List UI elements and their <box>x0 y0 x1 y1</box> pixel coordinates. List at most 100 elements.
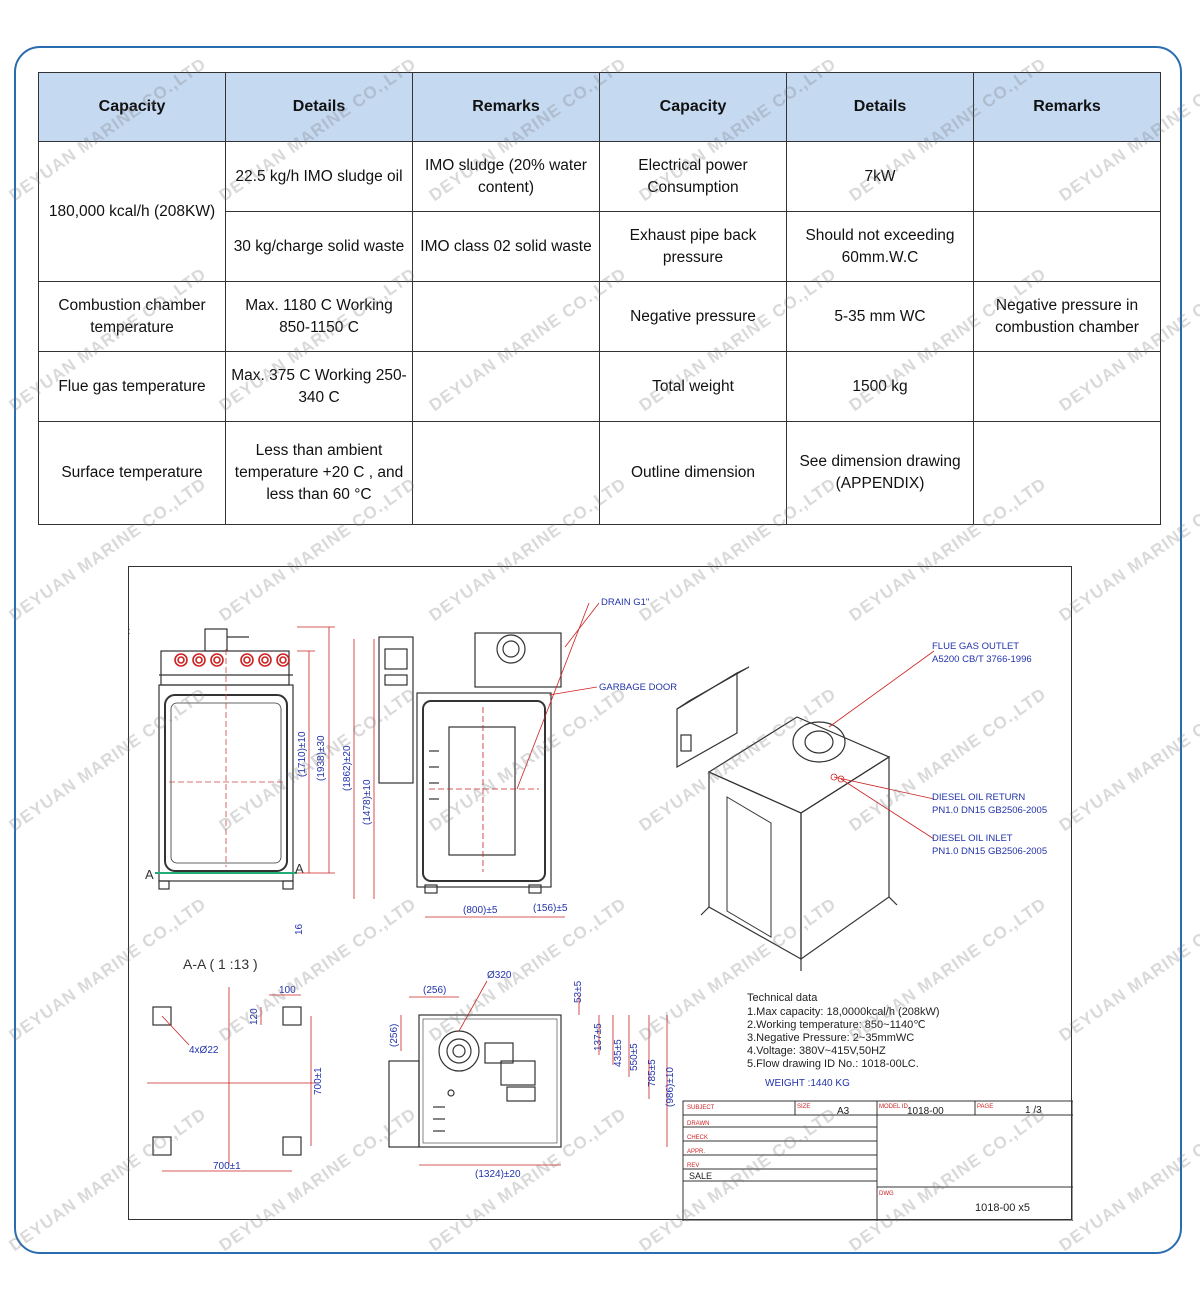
callout-drain: DRAIN G1" <box>601 597 649 608</box>
table-row: Surface temperature Less than ambient te… <box>38 421 1161 525</box>
callout-garbage-door: GARBAGE DOOR <box>599 682 677 693</box>
dim-1324: (1324)±20 <box>475 1169 521 1180</box>
table-cell: Negative pressure <box>599 281 787 352</box>
table-row: 180,000 kcal/h (208KW) 22.5 kg/h IMO slu… <box>38 141 1161 282</box>
tb-rev: REV <box>687 1163 699 1169</box>
section-view <box>147 987 319 1172</box>
border-letter: B <box>129 975 130 986</box>
section-label: A-A ( 1 :13 ) <box>183 956 258 972</box>
section-mark-a: A <box>145 867 154 882</box>
technical-data-line: 2.Working temperature: 850~1140℃ <box>747 1019 926 1031</box>
table-cell: 7kW <box>786 141 974 212</box>
callout-flue-gas-std: A5200 CB/T 3766-1996 <box>932 654 1032 665</box>
table-cell <box>412 421 600 525</box>
table-cell: 30 kg/charge solid waste <box>225 211 413 282</box>
table-cell: Flue gas temperature <box>38 351 226 422</box>
weight-label: WEIGHT :1440 KG <box>765 1078 850 1089</box>
top-dimension-lines <box>400 980 668 1166</box>
table-cell: 22.5 kg/h IMO sludge oil <box>225 141 413 212</box>
table-cell: Max. 375 C Working 250-340 C <box>225 351 413 422</box>
technical-data-title: Technical data <box>747 992 818 1004</box>
technical-data-line: 5.Flow drawing ID No.: 1018-00LC. <box>747 1058 919 1070</box>
header-remarks: Remarks <box>412 72 600 142</box>
callout-diesel-return-std: PN1.0 DN15 GB2506-2005 <box>932 805 1047 816</box>
callout-diesel-inlet: DIESEL OIL INLET <box>932 833 1013 844</box>
table-cell: 5-35 mm WC <box>786 281 974 352</box>
tb-page-label: PAGE <box>977 1104 993 1110</box>
table-cell: Should not exceeding 60mm.W.C <box>786 211 974 282</box>
tb-model-label: MODEL ID <box>879 1104 908 1110</box>
dim-1862: (1862)±20 <box>342 745 353 791</box>
front-view <box>155 628 297 890</box>
dim-1478: (1478)±10 <box>362 779 373 825</box>
callout-diesel-return: DIESEL OIL RETURN <box>932 792 1025 803</box>
callout-diesel-inlet-std: PN1.0 DN15 GB2506-2005 <box>932 846 1047 857</box>
border-letter: A <box>129 1153 130 1164</box>
tb-subject-label: SUBJECT <box>687 1105 715 1111</box>
tb-size: A3 <box>837 1106 850 1117</box>
technical-data: Technical data 1.Max capacity: 18,0000kc… <box>747 992 940 1089</box>
table-cell: IMO class 02 solid waste <box>412 211 600 282</box>
dim-100: 100 <box>279 985 296 996</box>
dim-785: 785±5 <box>647 1059 658 1087</box>
dim-986: (986)±10 <box>665 1067 676 1107</box>
side-view <box>378 632 562 894</box>
header-capacity: Capacity <box>38 72 226 142</box>
tb-sale: SALE <box>689 1171 712 1181</box>
tb-dwg: 1018-00 x5 <box>975 1202 1030 1214</box>
front-dimension-lines <box>297 626 375 899</box>
header-details: Details <box>225 72 413 142</box>
table-header-row: Capacity Details Remarks Capacity Detail… <box>38 72 1161 142</box>
technical-data-line: 4.Voltage: 380V~415V,50HZ <box>747 1045 886 1057</box>
technical-data-line: 3.Negative Pressure: 2~35mmWC <box>747 1032 914 1044</box>
dim-156: (156)±5 <box>533 903 568 914</box>
header-remarks-2: Remarks <box>973 72 1161 142</box>
dim-1938: (1938)±30 <box>316 735 327 781</box>
tb-model: 1018-00 <box>907 1106 944 1117</box>
table-cell <box>973 141 1161 212</box>
dim-700-vertical: 700±1 <box>313 1067 324 1095</box>
dim-550: 550±5 <box>629 1043 640 1071</box>
dim-4x22: 4xØ22 <box>189 1045 219 1056</box>
dim-120: 120 <box>249 1008 260 1025</box>
table-cell: Max. 1180 C Working 850-1150 C <box>225 281 413 352</box>
table-cell <box>973 421 1161 525</box>
side-dimension-lines <box>425 602 600 918</box>
tb-check: CHECK <box>687 1135 708 1141</box>
table-cell <box>973 211 1161 282</box>
table-cell: Total weight <box>599 351 787 422</box>
table-row: Combustion chamber temperature Max. 1180… <box>38 281 1161 352</box>
header-details-2: Details <box>786 72 974 142</box>
table-cell: IMO sludge (20% water content) <box>412 141 600 212</box>
title-block <box>682 1100 1073 1221</box>
table-cell: Less than ambient temperature +20 C , an… <box>225 421 413 525</box>
table-cell: Combustion chamber temperature <box>38 281 226 352</box>
table-cell: Surface temperature <box>38 421 226 525</box>
tb-drawn: DRAWN <box>687 1121 709 1127</box>
dim-320: Ø320 <box>487 970 512 981</box>
table-row: 30 kg/charge solid waste IMO class 02 so… <box>39 211 1161 282</box>
tb-size-label: SIZE <box>797 1104 810 1110</box>
table-row: Flue gas temperature Max. 375 C Working … <box>38 351 1161 422</box>
tb-page: 1 /3 <box>1025 1105 1042 1116</box>
table-cell: Negative pressure in combustion chamber <box>973 281 1161 352</box>
header-capacity-2: Capacity <box>599 72 787 142</box>
table-cell: 1500 kg <box>786 351 974 422</box>
dim-16: 16 <box>294 923 305 935</box>
table-cell <box>412 351 600 422</box>
dim-256-horizontal: (256) <box>423 985 446 996</box>
spec-table: Capacity Details Remarks Capacity Detail… <box>38 72 1161 525</box>
table-cell: Electrical power Consumption <box>599 141 787 212</box>
content-frame <box>14 46 1182 1254</box>
dim-435: 435±5 <box>613 1039 624 1067</box>
top-view <box>388 1014 562 1148</box>
technical-data-line: 1.Max capacity: 18,0000kcal/h (208kW) <box>747 1006 940 1018</box>
table-cell: See dimension drawing (APPENDIX) <box>786 421 974 525</box>
section-mark-a: A <box>295 861 304 876</box>
dim-700-horizontal: 700±1 <box>213 1161 241 1172</box>
table-cell: Exhaust pipe back pressure <box>599 211 787 282</box>
front-view-flanges <box>174 653 290 667</box>
dim-256-vertical: (256) <box>389 1024 400 1047</box>
tb-appr: APPR. <box>687 1149 705 1155</box>
table-cell <box>973 351 1161 422</box>
